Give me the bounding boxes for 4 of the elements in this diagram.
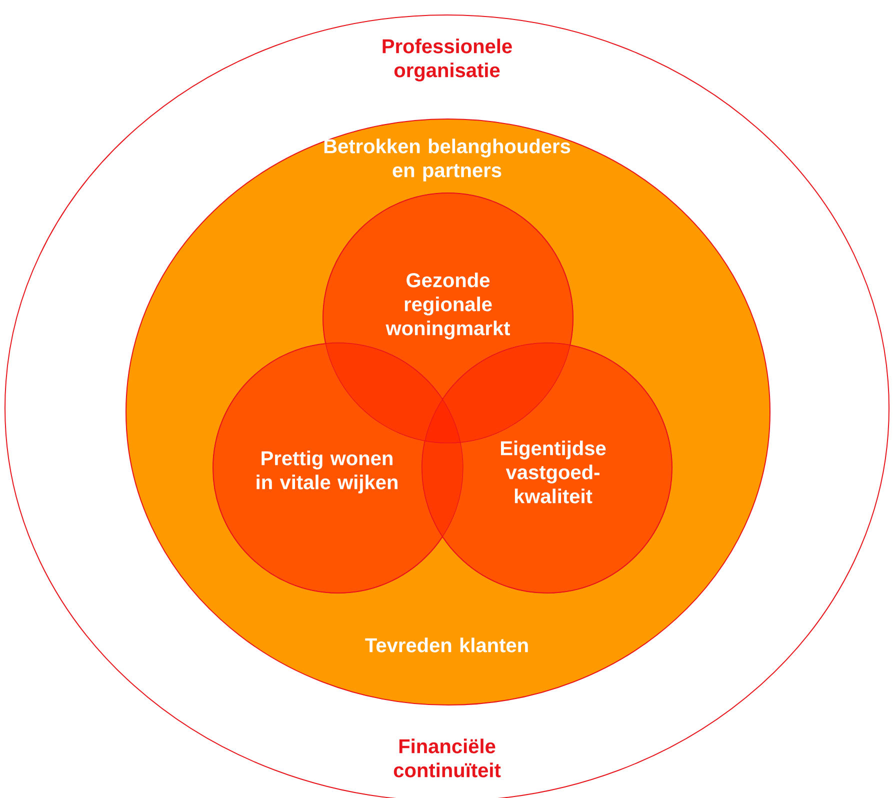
ellipse-label: Financiële continuïteit [394,738,501,778]
ellipse-label: Professionele organisatie [382,38,512,82]
ellipse-label: Betrokken belanghouders en partners [324,138,570,182]
ellipse-label: Tevreden klanten [365,638,528,652]
